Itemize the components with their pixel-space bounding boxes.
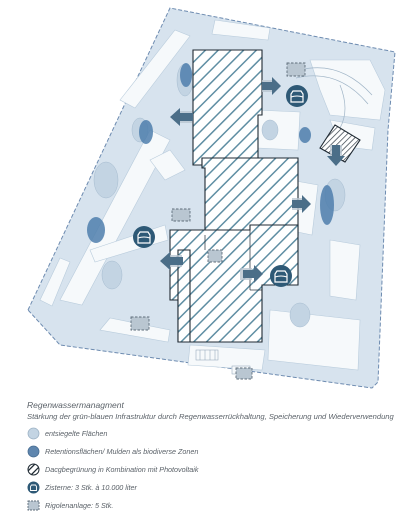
retention-area [320,185,334,225]
legend-item: Rigolenanlage: 5 Stk. [27,499,399,513]
site-plan [27,7,396,389]
retention-areas [87,63,334,243]
retention-area [299,127,311,143]
drainage-arrows [160,77,345,283]
retention-area [180,63,192,87]
legend-item-label: Zisterne: 3 Stk. à 10.000 liter [45,483,137,492]
retention-area-circle-icon [27,445,40,458]
infiltration-trench-icon [171,208,191,222]
infiltration-trench-icon [130,316,150,331]
arrow-left-icon [170,108,193,126]
unsealed-area-circle-icon [27,427,40,440]
building-south [169,224,299,343]
infiltration-trench-icon [286,62,306,77]
green-roof-hatched-circle-icon [27,463,40,476]
retention-area [139,120,153,144]
building-north [192,49,263,166]
arrow-left-icon [160,252,183,270]
retention-area [87,217,105,243]
infiltration-trench-icon [235,367,253,380]
legend-item: Zisterne: 3 Stk. à 10.000 liter [27,481,399,495]
building-southwest-wing [177,249,191,343]
cisterns [133,85,308,287]
legend-subtitle: Stärkung der grün-blauen Infrastruktur d… [27,412,394,421]
legend-item: entsiegelte Flächen [27,427,399,441]
building-middle [201,157,299,236]
cistern-icon [286,85,308,107]
legend-item: Retentionsflächen/ Mulden als biodiverse… [27,445,399,459]
buildings [169,49,361,343]
cistern-icon [270,265,292,287]
cistern-icon [27,481,40,494]
access-road-lines [295,67,373,129]
legend: Regenwassermanagment Stärkung der grün-b… [27,400,399,517]
cistern-icon [133,226,155,248]
legend-item-label: Retentionsflächen/ Mulden als biodiverse… [45,447,199,456]
infiltration-trenches [130,62,306,380]
arrow-down-icon [327,145,345,166]
arrow-right-icon [292,195,311,213]
legend-item-label: Dacgbegrünung in Kombination mit Photovo… [45,465,199,474]
arrow-right-icon [262,77,281,95]
arrow-right-icon [240,265,263,283]
legend-item: Dacgbegrünung in Kombination mit Photovo… [27,463,399,477]
legend-title: Regenwassermanagment [27,400,124,410]
legend-item-label: entsiegelte Flächen [45,429,108,438]
infiltration-trench-icon [207,249,223,263]
